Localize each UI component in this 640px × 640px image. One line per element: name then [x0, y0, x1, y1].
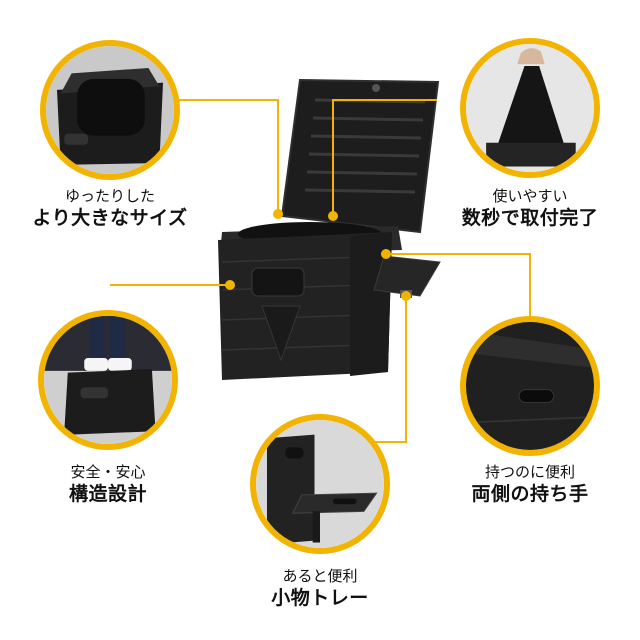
caption-safe-structure: 安全・安心 構造設計 — [18, 462, 198, 508]
caption-safe-structure-line2: 構造設計 — [68, 483, 147, 506]
caption-side-tray: あると便利 小物トレー — [230, 566, 410, 612]
bag-install-photo — [460, 38, 600, 178]
caption-side-handles: 持つのに便利 両側の持ち手 — [440, 462, 620, 508]
caption-roomy-size: ゆったりした より大きなサイズ — [20, 186, 200, 232]
caption-side-tray-line1: あると便利 — [282, 567, 358, 585]
caption-side-handles-line2: 両側の持ち手 — [471, 483, 589, 506]
caption-quick-install: 使いやすい 数秒で取付完了 — [440, 186, 620, 232]
caption-roomy-size-line1: ゆったりした — [64, 187, 155, 205]
front-handle-recess — [251, 267, 305, 297]
side-tray-photo — [250, 414, 390, 554]
side-handle-photo — [460, 316, 600, 456]
caption-quick-install-line2: 数秒で取付完了 — [461, 207, 599, 230]
seat-opening-photo — [40, 40, 180, 180]
caption-side-tray-line2: 小物トレー — [271, 587, 369, 610]
caption-roomy-size-line2: より大きなサイズ — [32, 207, 188, 230]
caption-safe-structure-line1: 安全・安心 — [70, 463, 146, 481]
caption-quick-install-line1: 使いやすい — [492, 187, 568, 205]
caption-side-handles-line1: 持つのに便利 — [484, 463, 575, 481]
standing-on-box-photo — [38, 310, 178, 450]
